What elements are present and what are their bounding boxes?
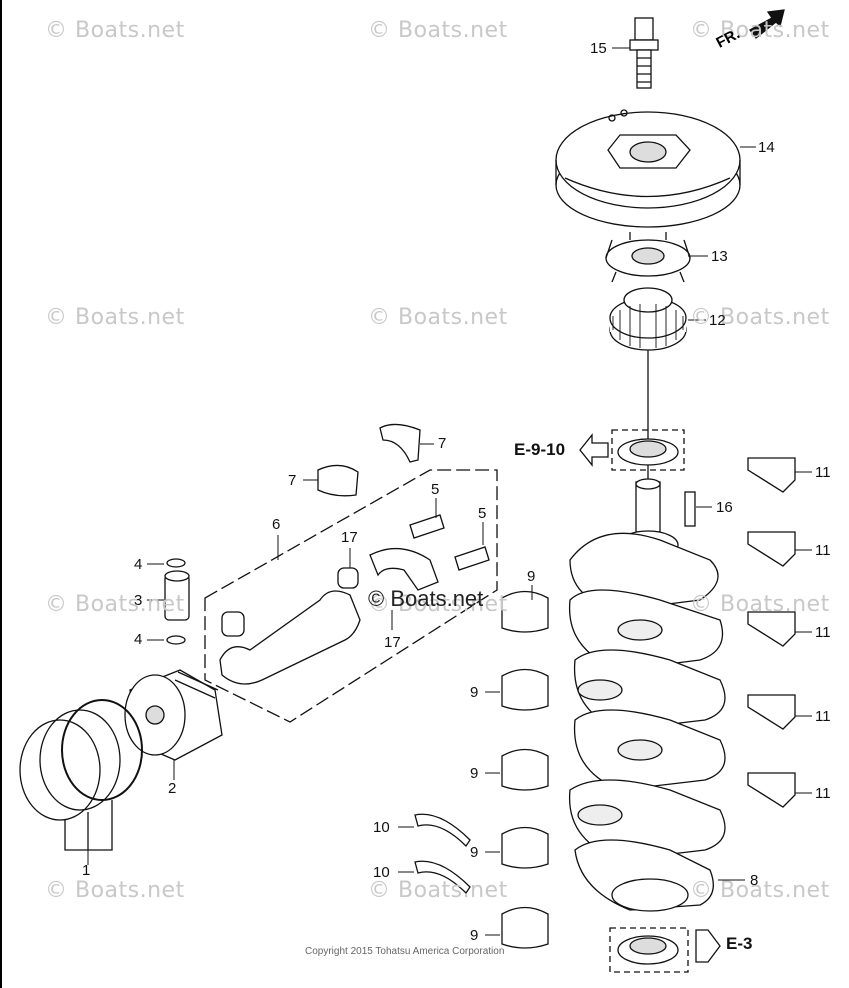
watermark: © Boats.net [368,878,508,903]
callout-10[interactable]: 10 [373,864,390,881]
callout-11[interactable]: 11 [815,464,831,481]
crankshaft [568,478,726,912]
seal-bottom [609,927,721,973]
part-10-washers [414,813,471,895]
callout-2[interactable]: 2 [168,780,177,797]
copyright-notice: Copyright 2015 Tohatsu America Corporati… [305,946,505,957]
watermark: © Boats.net [690,592,830,617]
callout-4[interactable]: 4 [134,556,143,573]
callout-16[interactable]: 16 [716,499,733,516]
watermark: © Boats.net [45,878,185,903]
callout-11[interactable]: 11 [815,542,831,559]
center-watermark: © Boats.net [368,586,484,611]
ref-e-3[interactable]: E-3 [726,934,753,953]
part-6-rod-assembly [204,469,498,723]
callout-9[interactable]: 9 [470,927,479,944]
callout-11[interactable]: 11 [815,624,831,641]
watermark: © Boats.net [368,592,508,617]
callout-8[interactable]: 8 [750,872,759,889]
watermark: © Boats.net [690,305,830,330]
front-direction-arrow [749,9,785,39]
part-2-piston [124,669,223,761]
callout-3[interactable]: 3 [134,592,143,609]
part-13-sprocket [605,232,691,283]
callout-12[interactable]: 12 [709,312,726,329]
seal-top [579,429,685,471]
watermark: © Boats.net [45,18,185,43]
watermark: © Boats.net [368,305,508,330]
ref-e-9-10[interactable]: E-9-10 [514,440,566,459]
part-9-bearings [501,590,549,949]
part-1-rings [19,699,143,851]
callout-9[interactable]: 9 [470,684,479,701]
callout-5[interactable]: 5 [431,481,440,498]
left-border [0,0,2,988]
callout-11[interactable]: 11 [815,785,831,802]
callout-10[interactable]: 10 [373,819,390,836]
callout-1[interactable]: 1 [82,862,91,879]
watermark: © Boats.net [368,18,508,43]
part-15-bolt [629,17,659,89]
part-3-pin [164,558,190,645]
callout-14[interactable]: 14 [758,139,775,156]
callout-4[interactable]: 4 [134,631,143,648]
callout-11[interactable]: 11 [815,708,831,725]
watermark: © Boats.net [690,18,830,43]
part-14-flywheel [555,109,741,228]
callout-7[interactable]: 7 [288,472,297,489]
callout-7[interactable]: 7 [438,435,447,452]
watermark: © Boats.net [45,592,185,617]
callout-6[interactable]: 6 [272,516,281,533]
part-7-caps [317,423,421,497]
callout-9[interactable]: 9 [470,765,479,782]
part-12-gear [609,287,687,351]
callout-17[interactable]: 17 [384,634,401,651]
callout-13[interactable]: 13 [711,248,728,265]
watermark: © Boats.net [45,305,185,330]
part-16-key [684,491,696,527]
callout-5[interactable]: 5 [478,505,487,522]
callout-17[interactable]: 17 [341,529,358,546]
callout-9[interactable]: 9 [470,844,479,861]
part-11-bearings [747,457,796,808]
callout-15[interactable]: 15 [590,40,607,57]
watermark: © Boats.net [690,878,830,903]
callout-9[interactable]: 9 [527,568,536,585]
